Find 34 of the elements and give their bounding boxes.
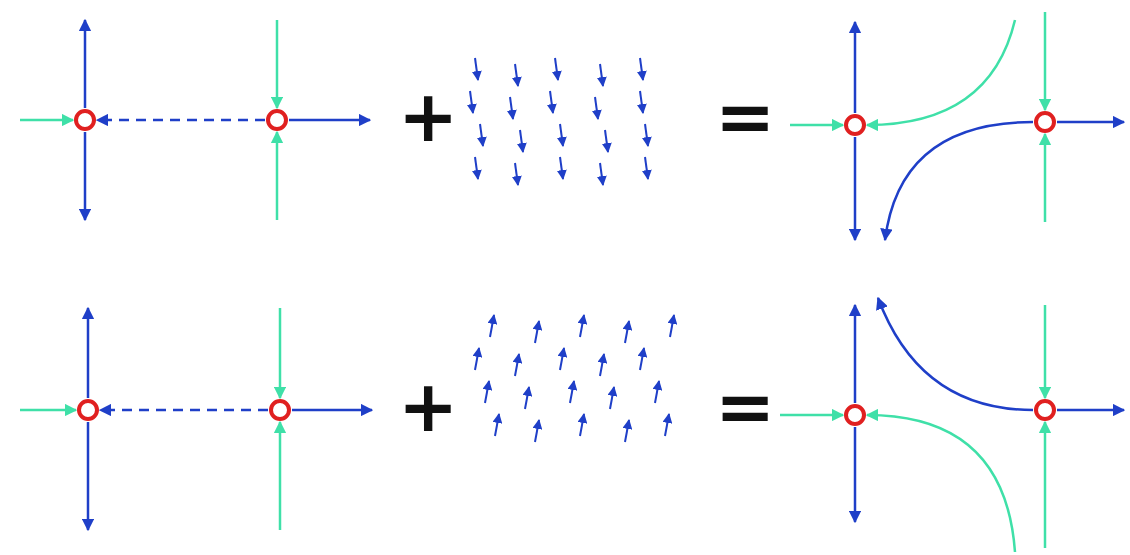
arrow xyxy=(273,308,287,400)
arrow xyxy=(273,420,287,530)
operator-symbol: + xyxy=(398,370,459,442)
operator-symbol: = xyxy=(715,370,776,442)
arrow xyxy=(95,113,265,127)
arrow xyxy=(865,409,1017,553)
arrow xyxy=(78,18,92,108)
arrow xyxy=(876,296,1034,412)
arrow xyxy=(1057,115,1126,129)
arrow xyxy=(20,113,75,127)
arrow xyxy=(790,118,845,132)
arrow xyxy=(1038,305,1052,400)
operator-symbol: = xyxy=(715,80,776,152)
arrow xyxy=(81,306,95,398)
arrow xyxy=(1038,12,1052,112)
arrow xyxy=(289,113,372,127)
arrow xyxy=(1038,420,1052,548)
arrow xyxy=(270,130,284,220)
arrow xyxy=(865,19,1017,131)
arrow xyxy=(20,403,78,417)
arrow xyxy=(880,120,1034,242)
arrow xyxy=(292,403,374,417)
operator-symbol: + xyxy=(398,80,459,152)
arrow xyxy=(98,403,268,417)
arrow xyxy=(848,427,862,524)
arrow xyxy=(1057,403,1126,417)
arrow xyxy=(78,132,92,222)
arrow xyxy=(780,408,845,422)
arrow xyxy=(848,20,862,113)
arrow xyxy=(270,20,284,110)
arrow xyxy=(1038,132,1052,222)
arrow xyxy=(848,303,862,403)
arrow xyxy=(81,422,95,532)
arrow xyxy=(848,137,862,242)
